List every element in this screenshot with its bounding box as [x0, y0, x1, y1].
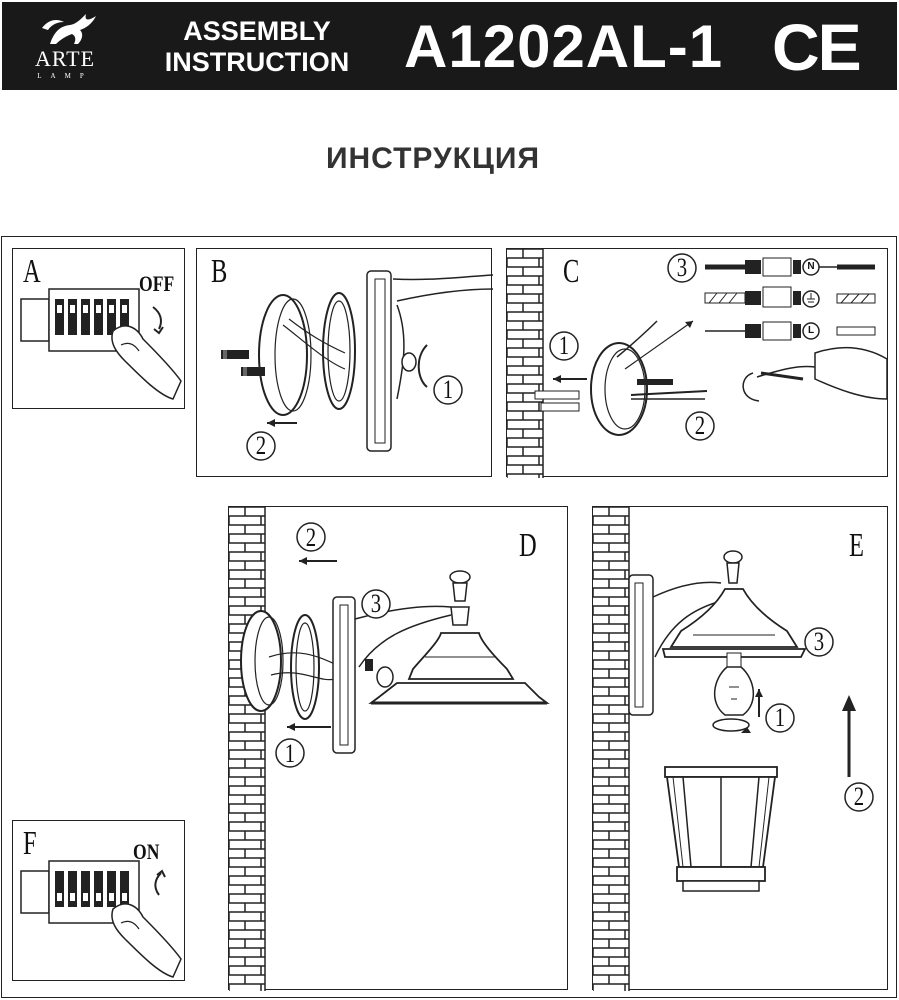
panel-label: E — [849, 527, 864, 564]
bulb-and-glass-illustration — [593, 507, 874, 991]
arte-lamp-logo: ARTE LAMP — [20, 10, 110, 84]
page-title: ИНСТРУКЦИЯ — [325, 142, 541, 175]
griffin-icon — [42, 14, 96, 44]
panel-f: F ON — [12, 820, 185, 981]
instructions-frame — [1, 236, 897, 998]
breaker-on-illustration — [20, 860, 182, 978]
model-number: A1202AL-1 — [404, 13, 724, 80]
step-number: 1 — [558, 331, 570, 360]
assembly-line-2: INSTRUCTION — [164, 47, 350, 77]
terminal-l-label: L — [807, 325, 815, 336]
assembly-line-1: ASSEMBLY — [183, 16, 331, 46]
panel-a: A OFF — [12, 248, 185, 409]
bracket-removal-illustration — [221, 270, 493, 461]
panel-label: A — [23, 253, 41, 290]
step-number: 3 — [370, 589, 382, 618]
step-number: 1 — [284, 739, 296, 768]
step-number: 2 — [305, 523, 317, 552]
step-number: 2 — [694, 411, 706, 440]
step-number: 1 — [774, 703, 786, 732]
step-number: 2 — [255, 431, 267, 460]
document-type: ASSEMBLY INSTRUCTION — [152, 16, 362, 78]
switch-state-label: OFF — [139, 271, 175, 296]
step-number: 3 — [676, 253, 688, 282]
panel-label: F — [23, 825, 37, 862]
ce-mark: CE — [772, 10, 862, 84]
brand-subtitle: LAMP — [37, 72, 93, 80]
panel-label: D — [519, 527, 537, 564]
brand-name: ARTE — [34, 46, 96, 71]
header-bar: ARTE LAMP ASSEMBLY INSTRUCTION A1202AL-1… — [2, 2, 897, 90]
breaker-off-illustration — [20, 288, 182, 400]
lamp-mounting-illustration — [229, 507, 550, 991]
wiring-illustration — [507, 249, 888, 478]
switch-state-label: ON — [133, 839, 160, 864]
panel-b: B 1 2 — [196, 248, 493, 477]
panel-label: B — [211, 253, 228, 290]
panel-e: E 1 2 3 — [592, 506, 888, 991]
step-number: 3 — [813, 627, 825, 656]
panel-d: D 1 2 3 — [228, 506, 568, 991]
panel-c: C 1 2 3 N L — [506, 248, 888, 478]
step-number: 1 — [442, 375, 454, 404]
step-number: 2 — [853, 782, 865, 811]
panel-label: C — [563, 253, 580, 290]
terminal-n-label: N — [807, 261, 815, 272]
